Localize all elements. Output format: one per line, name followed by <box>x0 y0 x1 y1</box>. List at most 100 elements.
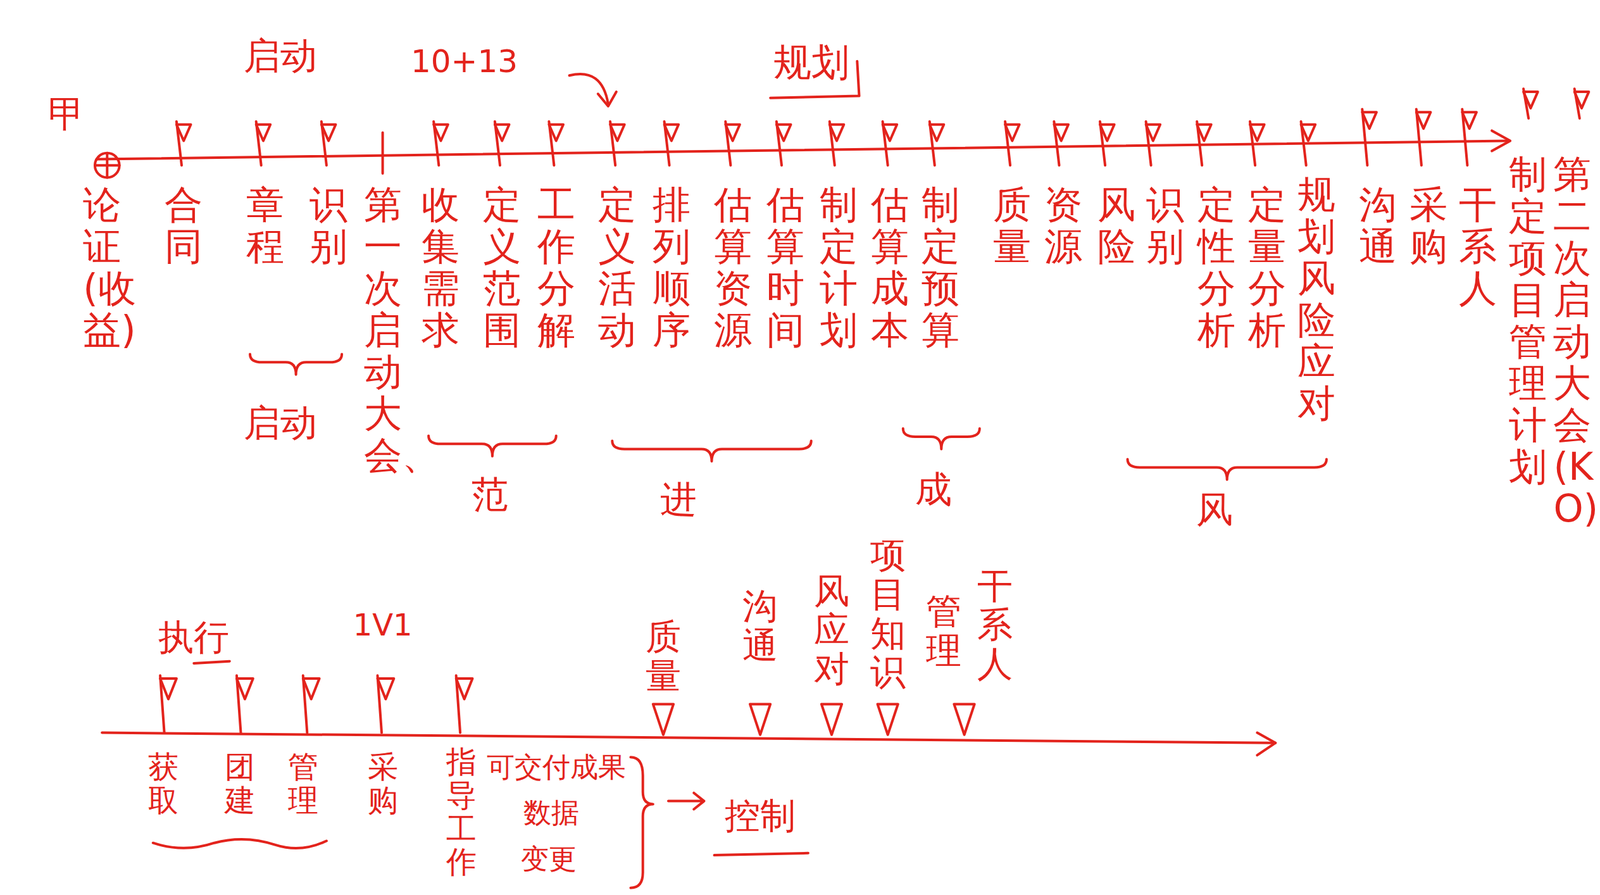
axis-tick <box>381 132 385 175</box>
milestone-stem <box>929 121 935 166</box>
grouping-brace <box>612 441 811 462</box>
control-flag <box>750 703 771 735</box>
handwritten-label: 1V1 <box>353 606 413 643</box>
milestone-stem <box>256 121 262 166</box>
axis-arrowhead <box>1256 732 1276 756</box>
pointer-arrow <box>668 793 704 810</box>
handwritten-label: 10+13 <box>410 43 518 80</box>
milestone-stem <box>725 121 731 166</box>
axis-arrowhead <box>1491 130 1511 151</box>
handwritten-label: 定义活动 <box>598 183 637 351</box>
timeline-axis <box>96 141 1509 160</box>
handwritten-label: 论证(收益) <box>82 183 121 351</box>
handwritten-label: 启动 <box>243 398 318 449</box>
handwritten-label: 甲 <box>48 89 85 140</box>
handwritten-label: 制定项目管理计划 <box>1508 153 1547 488</box>
handwritten-label: 进 <box>660 475 697 525</box>
handwritten-label: 收集需求 <box>421 183 460 351</box>
milestone-stem <box>494 121 500 166</box>
milestone-stem <box>829 121 835 166</box>
milestone-stem <box>882 121 888 166</box>
handwritten-label: 合同 <box>164 183 203 268</box>
milestone-stem <box>1462 109 1468 166</box>
handwritten-label: 风 <box>1196 485 1233 535</box>
milestone-stem <box>1196 121 1202 166</box>
handwritten-label: 工作分解 <box>537 183 576 351</box>
underline <box>193 661 230 664</box>
milestone-stem <box>236 675 242 733</box>
milestone-stem <box>1523 88 1529 119</box>
milestone-stem <box>160 675 165 733</box>
milestone-stem <box>1146 121 1152 166</box>
handwritten-label: 估算成本 <box>870 183 909 351</box>
milestone-stem <box>1574 88 1580 119</box>
handwritten-label: 估算资源 <box>713 183 752 351</box>
milestone-stem <box>1053 121 1059 166</box>
handwritten-label: 质量 <box>645 617 682 695</box>
handwritten-label: 规划 <box>773 37 850 89</box>
handwritten-label: 风险 <box>1097 183 1136 268</box>
grouping-brace <box>630 756 653 888</box>
handwritten-label: 采购 <box>367 750 399 818</box>
start-cross <box>94 153 120 178</box>
milestone-stem <box>1362 109 1368 166</box>
grouping-brace <box>250 353 342 375</box>
handwritten-label: 章程 <box>246 183 285 268</box>
handwritten-label: 规划风险应对 <box>1297 173 1336 425</box>
handwritten-label: 启动 <box>243 31 318 82</box>
milestone-stem <box>176 121 182 166</box>
handwritten-label: 可交付成果 <box>486 748 626 787</box>
handwritten-label: 项目知识 <box>870 535 906 692</box>
handwritten-label: 定义范围 <box>482 183 521 351</box>
milestone-stem <box>1100 121 1106 166</box>
handwritten-label: 变更 <box>520 840 577 878</box>
milestone-stem <box>1301 121 1307 166</box>
control-flag <box>877 703 899 735</box>
handwritten-label: 管理 <box>925 591 962 670</box>
control-flag <box>953 703 975 735</box>
milestone-stem <box>456 675 461 733</box>
grouping-brace <box>428 435 557 456</box>
milestone-stem <box>776 121 782 166</box>
grouping-brace <box>1127 459 1327 480</box>
grouping-brace <box>903 428 980 449</box>
milestone-stem <box>377 675 383 733</box>
milestone-stem <box>664 121 670 166</box>
handwritten-label: 干系人 <box>977 566 1013 684</box>
handwritten-label: 成 <box>915 465 952 515</box>
handwritten-label: 干系人 <box>1458 183 1497 309</box>
pointer-arrowhead <box>598 91 617 107</box>
handwritten-label: 沟通 <box>1358 183 1397 268</box>
handwritten-label: 估算时间 <box>766 183 805 351</box>
handwritten-label: 排列顺序 <box>652 183 691 351</box>
handwritten-label: 范 <box>471 470 509 520</box>
handwritten-label: 沟通 <box>742 586 778 665</box>
handwritten-label: 识别 <box>309 183 348 268</box>
milestone-stem <box>321 121 327 166</box>
handwritten-label: 数据 <box>523 794 580 832</box>
handwritten-label: 风应对 <box>813 571 850 689</box>
handwritten-label: 执行 <box>158 613 230 663</box>
handwritten-label: 资源 <box>1044 183 1083 268</box>
handwritten-label: 第一次启动大会、 <box>363 183 402 476</box>
handwritten-label: 控制 <box>724 792 796 841</box>
start-symbol <box>94 153 120 178</box>
handwritten-label: 第二次启动大会(KO) <box>1553 153 1592 530</box>
milestone-stem <box>303 675 308 733</box>
handwritten-label: 质量 <box>993 183 1032 268</box>
handwritten-label: 采购 <box>1409 183 1448 268</box>
milestone-stem <box>433 121 439 166</box>
milestone-stem <box>1416 109 1422 166</box>
handwritten-label: 指导工作 <box>446 744 477 879</box>
handwritten-label: 获取 <box>148 750 179 818</box>
underline <box>714 853 809 856</box>
control-flag <box>653 703 674 735</box>
milestone-stem <box>610 121 616 166</box>
handwritten-label: 团建 <box>224 750 256 818</box>
underline <box>153 839 327 849</box>
handwritten-label: 管理 <box>287 750 319 818</box>
execution-axis <box>101 732 1276 744</box>
handwritten-label: 制定计划 <box>819 183 858 351</box>
milestone-stem <box>1005 121 1011 166</box>
